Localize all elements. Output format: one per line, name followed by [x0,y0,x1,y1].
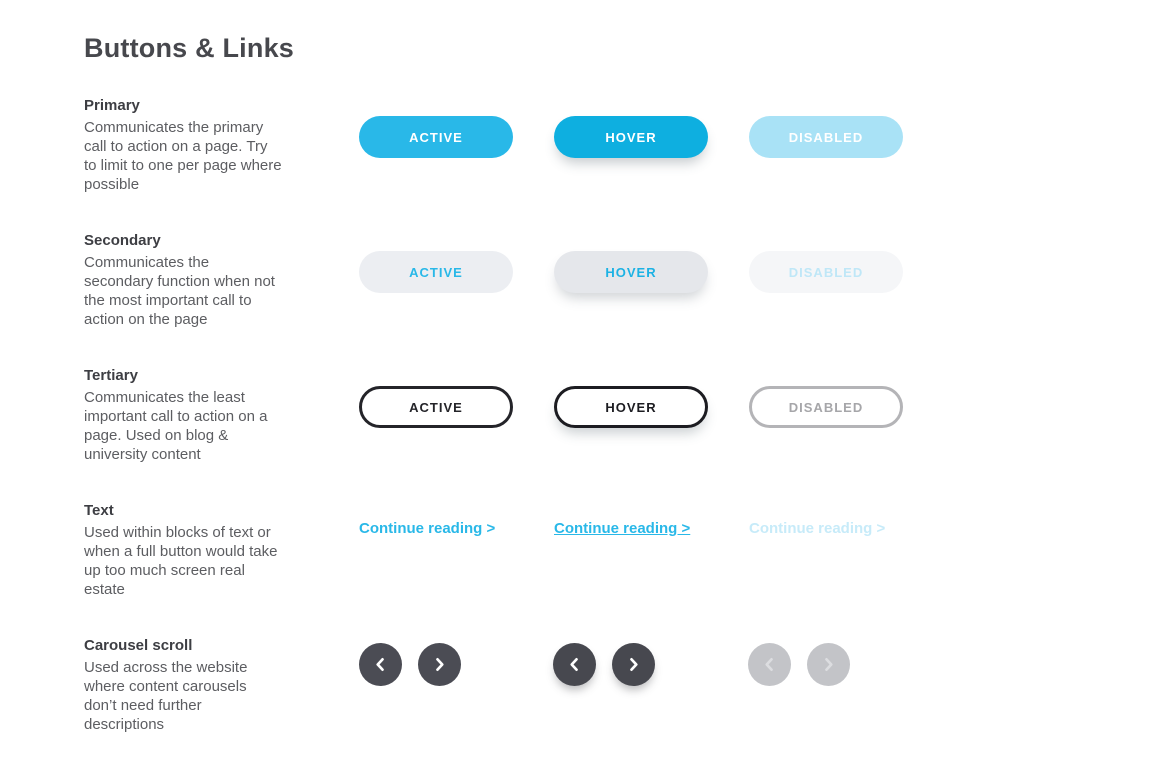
primary-active-button[interactable]: ACTIVE [359,116,513,158]
chevron-left-icon [565,655,584,674]
row-desc-tertiary: Communicates the least important call to… [84,389,268,463]
carousel-pair-hover [553,643,655,686]
carousel-prev-hover-button[interactable] [553,643,596,686]
page-title: Buttons & Links [84,33,294,63]
tertiary-disabled-button: DISABLED [749,386,903,428]
chevron-right-icon [624,655,643,674]
carousel-pair-active [359,643,461,686]
row-label-text: Text [84,502,114,519]
carousel-prev-button[interactable] [359,643,402,686]
row-label-primary: Primary [84,97,140,114]
row-label-carousel: Carousel scroll [84,637,193,654]
carousel-next-hover-button[interactable] [612,643,655,686]
text-description-block: Text Used within blocks of text or when … [84,502,282,599]
tertiary-hover-button[interactable]: HOVER [554,386,708,428]
secondary-active-button[interactable]: ACTIVE [359,251,513,293]
tertiary-active-button[interactable]: ACTIVE [359,386,513,428]
secondary-description-block: Secondary Communicates the secondary fun… [84,232,282,329]
row-desc-carousel: Used across the website where content ca… [84,659,248,733]
row-desc-secondary: Communicates the secondary function when… [84,254,275,328]
primary-hover-button[interactable]: HOVER [554,116,708,158]
carousel-next-button[interactable] [418,643,461,686]
row-desc-text: Used within blocks of text or when a ful… [84,524,278,598]
row-desc-primary: Communicates the primary call to action … [84,119,282,193]
chevron-right-icon [819,655,838,674]
chevron-left-icon [371,655,390,674]
secondary-hover-button[interactable]: HOVER [554,251,708,293]
primary-description-block: Primary Communicates the primary call to… [84,97,282,194]
chevron-right-icon [430,655,449,674]
text-link-hover[interactable]: Continue reading > [554,520,691,537]
carousel-description-block: Carousel scroll Used across the website … [84,637,282,734]
text-link-disabled: Continue reading > [749,520,886,537]
carousel-pair-disabled [748,643,850,686]
secondary-disabled-button: DISABLED [749,251,903,293]
carousel-next-disabled-button [807,643,850,686]
chevron-left-icon [760,655,779,674]
tertiary-description-block: Tertiary Communicates the least importan… [84,367,282,464]
carousel-prev-disabled-button [748,643,791,686]
row-label-tertiary: Tertiary [84,367,138,384]
text-link-active[interactable]: Continue reading > [359,520,496,537]
primary-disabled-button: DISABLED [749,116,903,158]
row-label-secondary: Secondary [84,232,161,249]
